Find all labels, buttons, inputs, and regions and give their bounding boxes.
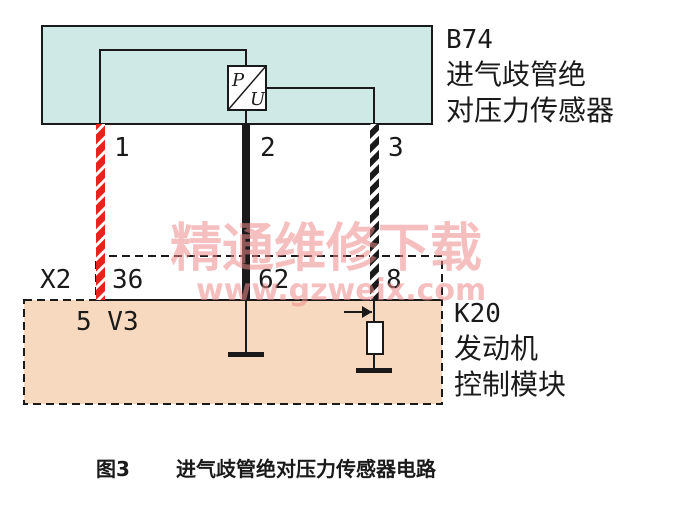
sensor-name-line2: 对压力传感器 (446, 94, 614, 127)
connector-pin8: 8 (386, 265, 402, 295)
figure-number: 图3 (96, 457, 130, 481)
transducer-u-label: U (250, 89, 266, 110)
signal-tap-arrow (362, 306, 372, 318)
sensor-internal-wire-right (266, 87, 375, 124)
pin1-label: 1 (114, 133, 130, 163)
transducer-divider (227, 65, 267, 111)
ecm-supply-label: 5 V3 (76, 307, 139, 337)
connector-code: X2 (40, 265, 71, 295)
sensor-name-line1: 进气歧管绝 (446, 58, 586, 91)
ground-symbol-left (228, 352, 264, 357)
watermark-text: 精通维修下载 (170, 219, 482, 279)
ecm-name-line1: 发动机 (454, 332, 538, 365)
resistor (366, 321, 384, 355)
watermark-url: www.gzweix.com (196, 273, 486, 308)
ecm-code: K20 (454, 299, 501, 329)
wire-pin1-red (96, 124, 105, 300)
sensor-code: B74 (446, 25, 493, 55)
ecm-name-line2: 控制模块 (454, 368, 566, 401)
connector-pin36: 36 (112, 265, 143, 295)
figure-title: 进气歧管绝对压力传感器电路 (176, 457, 437, 481)
pin2-label: 2 (260, 133, 276, 163)
connector-pin62: 62 (258, 265, 289, 295)
transducer-p-label: P (231, 70, 245, 91)
wire-pin2-black (242, 124, 250, 300)
pin3-label: 3 (388, 133, 404, 163)
sensor-internal-wire (99, 49, 247, 124)
wire-pin3-black-white (370, 124, 379, 300)
ground-symbol-right (356, 368, 392, 373)
